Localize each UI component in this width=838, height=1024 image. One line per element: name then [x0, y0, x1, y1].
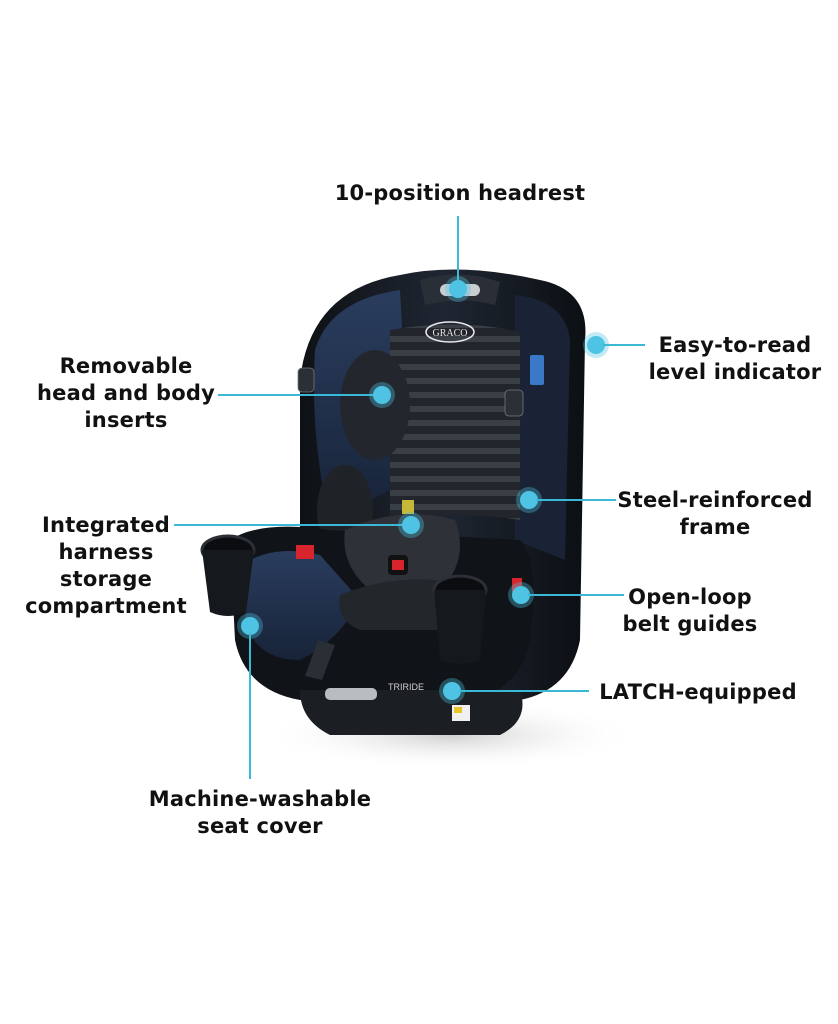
callout-latch-label: LATCH-equipped: [599, 680, 797, 704]
callout-harness-line: [174, 524, 408, 526]
callout-inserts-dot: [373, 386, 391, 404]
callout-level-line: [603, 344, 645, 346]
callout-belt-line: [528, 594, 624, 596]
callout-headrest-line: [457, 216, 459, 288]
callout-frame-dot: [520, 491, 538, 509]
callout-headrest-label: 10-position headrest: [334, 181, 586, 205]
callout-latch-line: [459, 690, 589, 692]
callout-belt-dot: [512, 586, 530, 604]
callout-inserts-line: [218, 394, 378, 396]
model-name: TRIRIDE: [388, 682, 424, 692]
callout-frame-line: [536, 499, 616, 501]
callout-latch-dot: [443, 682, 461, 700]
callout-level-dot: [587, 336, 605, 354]
callout-headrest-dot: [449, 280, 467, 298]
callout-washable-line: [249, 633, 251, 779]
callout-washable-dot: [241, 617, 259, 635]
callout-harness-dot: [402, 516, 420, 534]
brand-logo: GRACO: [432, 328, 467, 339]
